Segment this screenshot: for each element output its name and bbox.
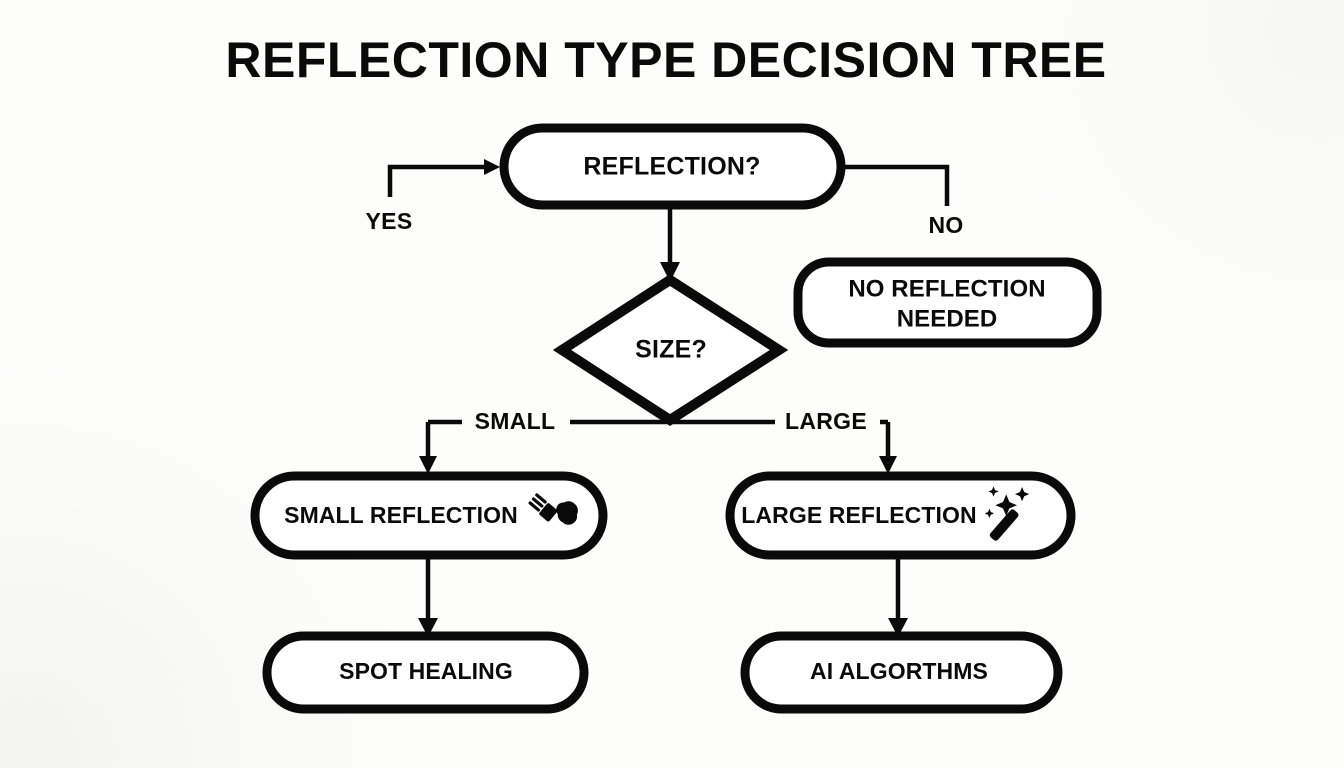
magic-wand-sparkle-small-left <box>984 508 995 519</box>
edge-small-to-spot-arrowhead <box>418 618 438 637</box>
edge-label-no: NO <box>928 212 963 238</box>
edge-yes-line <box>387 164 487 197</box>
node-ai-algorithms-label: AI ALGORTHMS <box>810 658 988 684</box>
node-small-reflection[interactable]: SMALL REFLECTION <box>250 471 608 560</box>
edge-large-drop-arrowhead <box>879 456 897 474</box>
node-large-reflection-label: LARGE REFLECTION <box>741 502 976 528</box>
node-large-reflection-shape <box>725 471 1076 560</box>
node-small-reflection-label: SMALL REFLECTION <box>284 502 518 528</box>
edge-label-small: SMALL <box>475 408 556 434</box>
node-ai-algorithms-shape <box>740 631 1063 714</box>
node-large-reflection[interactable]: LARGE REFLECTION <box>725 471 1076 560</box>
edge-yes-arrowhead <box>484 159 500 175</box>
spot-healing-brush-icon <box>528 493 578 525</box>
magic-wand-icon <box>984 486 1030 541</box>
edge-label-yes: YES <box>366 208 413 234</box>
spot-healing-brush-bristles <box>528 493 547 512</box>
node-spot-healing-label: SPOT HEALING <box>339 658 513 684</box>
node-no-reflection-needed[interactable]: NO REFLECTION NEEDED <box>793 257 1102 348</box>
node-no-reflection-needed-shape <box>793 257 1102 348</box>
edge-label-large: LARGE <box>785 408 867 434</box>
edge-no-line <box>841 164 950 206</box>
edge-root-to-size-arrowhead <box>660 262 680 282</box>
page-title: REFLECTION TYPE DECISION TREE <box>225 32 1106 88</box>
spot-healing-brush-head <box>556 501 578 525</box>
node-reflection-question-shape <box>499 123 846 210</box>
node-reflection-question-label: REFLECTION? <box>583 153 760 181</box>
connector-layer <box>387 159 950 637</box>
edge-large-to-ai-arrowhead <box>888 618 908 637</box>
node-no-reflection-needed-label-line2: NEEDED <box>897 305 998 332</box>
node-ai-algorithms[interactable]: AI ALGORTHMS <box>740 631 1063 714</box>
node-size-question[interactable]: SIZE? <box>552 274 789 426</box>
magic-wand-sparkle-medium <box>1015 487 1030 502</box>
magic-wand-stick <box>989 509 1019 541</box>
node-size-question-label: SIZE? <box>635 336 707 364</box>
node-no-reflection-needed-label-line1: NO REFLECTION <box>848 275 1045 302</box>
node-spot-healing[interactable]: SPOT HEALING <box>262 631 589 714</box>
node-spot-healing-shape <box>262 631 589 714</box>
magic-wand-sparkle-small-top <box>988 486 999 497</box>
spot-healing-brush-ferrule <box>539 503 558 522</box>
node-reflection-question[interactable]: REFLECTION? <box>499 123 846 210</box>
node-small-reflection-shape <box>250 471 608 560</box>
node-size-question-shape <box>552 274 789 426</box>
magic-wand-sparkle-large <box>995 494 1017 516</box>
edge-small-drop-arrowhead <box>419 456 437 474</box>
